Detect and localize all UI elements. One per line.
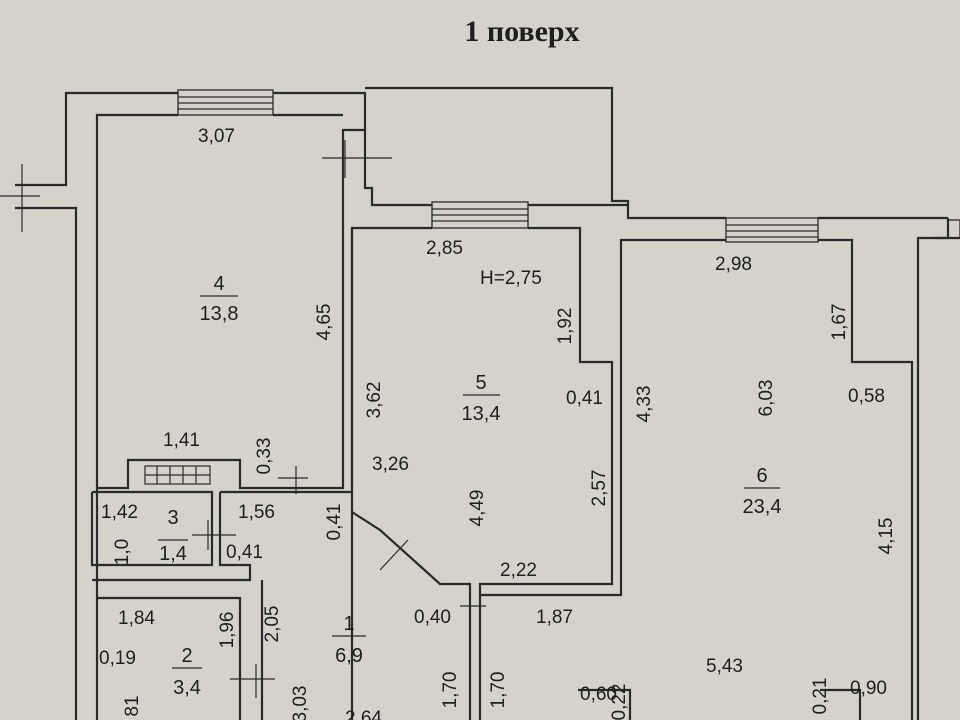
dim-1-42: 1,42 <box>101 502 138 523</box>
room-3-number: 3 <box>167 507 178 529</box>
room-2-number: 2 <box>181 645 192 667</box>
dim-4-65: 4,65 <box>314 304 335 341</box>
dim-1-84: 1,84 <box>118 608 155 629</box>
room-1-number: 1 <box>343 613 354 635</box>
dim-0-58: 0,58 <box>848 386 885 407</box>
ceiling-height: H=2,75 <box>480 268 542 289</box>
dim-1-70-left: 1,70 <box>440 672 461 709</box>
dim-0-21: 0,21 <box>810 678 831 715</box>
dim-2-85: 2,85 <box>426 238 463 259</box>
dim-5-43: 5,43 <box>706 656 743 677</box>
room-labels: 4 13,8 5 13,4 6 23,4 3 1,4 1 6,9 2 3,4 H… <box>159 268 781 699</box>
dim-0-40: 0,40 <box>414 607 451 628</box>
dim-1-0: 1,0 <box>112 539 133 565</box>
windows <box>177 89 960 243</box>
dim-1-56: 1,56 <box>238 502 275 523</box>
dim-1-41: 1,41 <box>163 430 200 451</box>
room-5-area: 13,4 <box>462 403 501 425</box>
room-5-number: 5 <box>475 372 486 394</box>
dim-3-03: 3,03 <box>290 686 311 720</box>
dimension-labels-vertical: 4,65 0,33 1,92 3,62 4,49 2,57 4,33 6,03 … <box>112 304 897 720</box>
dim-2-57: 2,57 <box>589 470 610 507</box>
room-4-area: 13,8 <box>200 303 239 325</box>
dim-0-33: 0,33 <box>254 438 275 475</box>
dim-3-26: 3,26 <box>372 454 409 475</box>
room-4-number: 4 <box>213 273 224 295</box>
room-6-area: 23,4 <box>743 496 782 518</box>
dim-4-49: 4,49 <box>467 490 488 527</box>
dim-0-60: 0,60 <box>580 684 617 705</box>
dim-3-07: 3,07 <box>198 126 235 147</box>
dim-0-22: 0,22 <box>609 684 630 720</box>
dim-0-90: 0,90 <box>850 678 887 699</box>
room-1-area: 6,9 <box>335 645 363 667</box>
dim-1-92: 1,92 <box>555 308 576 345</box>
dim-1-87: 1,87 <box>536 607 573 628</box>
dim-2-22: 2,22 <box>500 560 537 581</box>
dim-1-67: 1,67 <box>829 304 850 341</box>
dim-6-03: 6,03 <box>756 380 777 417</box>
door-marks <box>0 140 486 698</box>
room-2-area: 3,4 <box>173 677 201 699</box>
dim-81: 81 <box>122 695 143 716</box>
dim-4-33: 4,33 <box>634 386 655 423</box>
dim-4-15: 4,15 <box>876 518 897 555</box>
dim-0-41-r3: 0,41 <box>324 504 345 541</box>
dim-1-70-right: 1,70 <box>488 672 509 709</box>
dim-0-41-r5: 0,41 <box>566 388 603 409</box>
fraction-lines <box>158 295 780 669</box>
radiator <box>144 465 211 485</box>
dim-2-98: 2,98 <box>715 254 752 275</box>
room-3-area: 1,4 <box>159 543 187 565</box>
dim-0-19: 0,19 <box>99 648 136 669</box>
dimension-labels: 3,07 1,41 2,85 0,41 3,26 2,22 2,98 0,58 … <box>99 126 887 720</box>
window-room6 <box>725 217 819 243</box>
dim-3-62: 3,62 <box>364 382 385 419</box>
dim-1-96: 1,96 <box>217 612 238 649</box>
room-6-number: 6 <box>756 465 767 487</box>
dim-0-41-r1: 0,41 <box>226 542 263 563</box>
plan-title: 1 поверх <box>464 15 579 48</box>
window-right-edge <box>947 219 960 239</box>
dim-2-05: 2,05 <box>262 606 283 643</box>
dim-2-64: 2,64 <box>345 708 382 720</box>
